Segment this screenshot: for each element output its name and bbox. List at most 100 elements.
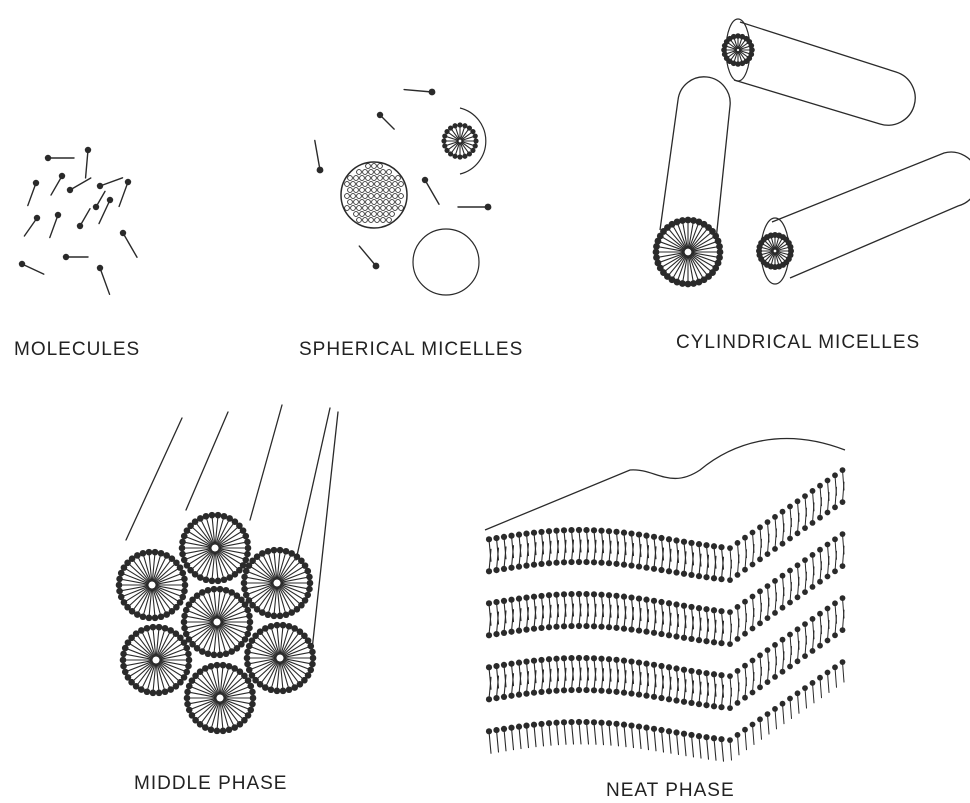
head-group [363, 170, 368, 175]
head-group [375, 170, 380, 175]
hexagonal-rod-section [179, 512, 252, 584]
spherical-micelles-group [315, 89, 492, 295]
head-group [381, 182, 386, 187]
head-group [375, 182, 380, 187]
cylinder-body [772, 152, 970, 278]
head-group [351, 194, 356, 199]
head-group [372, 164, 377, 169]
label-molecules: MOLECULES [14, 339, 140, 361]
amphiphile-molecule [422, 177, 439, 204]
head-group [348, 188, 353, 193]
head-group [360, 188, 365, 193]
head-group [360, 200, 365, 205]
rod-outline [250, 405, 282, 520]
amphiphile-molecule [458, 204, 491, 211]
amphiphile-molecule [67, 178, 91, 193]
amphiphile-molecule [24, 215, 40, 236]
hexagonal-rod-section [241, 547, 314, 619]
head-group [381, 194, 386, 199]
hexagonal-rod-section [116, 549, 189, 621]
head-group [390, 200, 395, 205]
head-group [351, 182, 356, 187]
hexagonal-rod-section [184, 662, 257, 734]
amphiphile-molecule [97, 178, 123, 189]
head-group [366, 164, 371, 169]
rod-outline [126, 418, 182, 540]
head-group [345, 194, 350, 199]
head-group [369, 206, 374, 211]
head-group [390, 188, 395, 193]
amphiphile-molecule [315, 140, 324, 173]
head-group [369, 170, 374, 175]
amphiphile-molecule [19, 261, 44, 274]
head-group [372, 212, 377, 217]
head-group [354, 212, 359, 217]
amphiphile-molecule [359, 246, 379, 269]
head-group [372, 200, 377, 205]
head-group [384, 200, 389, 205]
head-group [387, 170, 392, 175]
cylinder-end-section [653, 217, 724, 288]
head-group [384, 212, 389, 217]
head-group [393, 194, 398, 199]
head-group [348, 176, 353, 181]
label-middle-phase: MIDDLE PHASE [134, 773, 287, 795]
head-group [390, 176, 395, 181]
cylindrical-micelles-group [653, 19, 970, 287]
head-group [345, 182, 350, 187]
amphiphile-molecule [99, 197, 113, 224]
head-group [378, 200, 383, 205]
head-group [375, 194, 380, 199]
head-group [390, 212, 395, 217]
head-group [354, 176, 359, 181]
head-group [399, 206, 404, 211]
amphiphile-molecule [77, 209, 90, 230]
head-group [357, 194, 362, 199]
label-spherical-micelles: SPHERICAL MICELLES [299, 339, 523, 361]
head-group [378, 176, 383, 181]
free-molecules-group [19, 147, 137, 295]
label-cylindrical-micelles: CYLINDRICAL MICELLES [676, 332, 920, 354]
amphiphile-molecule [120, 230, 137, 257]
head-group [384, 188, 389, 193]
amphiphile-molecule [50, 212, 61, 238]
head-group [399, 194, 404, 199]
head-group [366, 176, 371, 181]
lamella-layer [486, 659, 845, 761]
head-group [372, 188, 377, 193]
head-group [354, 188, 359, 193]
head-group [378, 164, 383, 169]
head-group [363, 218, 368, 223]
amphiphile-molecule [51, 173, 65, 195]
label-neat-phase: NEAT PHASE [606, 780, 735, 802]
amphiphile-molecule [45, 155, 74, 161]
head-group [369, 218, 374, 223]
head-group [399, 182, 404, 187]
middle-phase-group [116, 405, 338, 734]
head-group [357, 218, 362, 223]
cylinder-body [734, 22, 915, 125]
hexagonal-rod-section [244, 622, 317, 694]
head-group [396, 200, 401, 205]
spherical-micelle-outline [413, 229, 479, 295]
cylinder-body [660, 77, 730, 240]
head-group [387, 182, 392, 187]
rod-outline [312, 412, 338, 650]
head-group [360, 212, 365, 217]
head-group [366, 200, 371, 205]
amphiphile-molecule [85, 147, 91, 178]
head-group [357, 182, 362, 187]
head-group [345, 206, 350, 211]
head-group [366, 188, 371, 193]
head-group [369, 194, 374, 199]
neat-phase-group [485, 439, 845, 762]
head-group [375, 218, 380, 223]
head-group [396, 176, 401, 181]
amphiphile-molecule [377, 112, 394, 129]
spherical-micelle-section [441, 122, 478, 159]
head-group [357, 206, 362, 211]
rod-outline [186, 412, 228, 510]
head-group [378, 212, 383, 217]
head-group [393, 206, 398, 211]
head-group [360, 176, 365, 181]
